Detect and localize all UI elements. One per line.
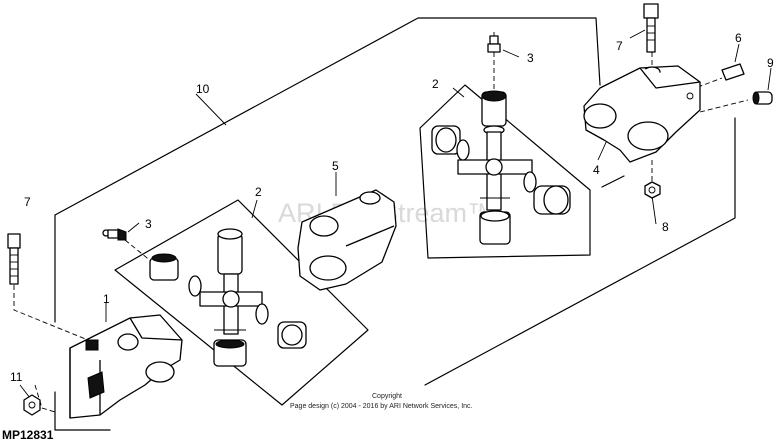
bolt-right <box>643 3 659 53</box>
copyright-title: Copyright <box>372 393 402 400</box>
key-6 <box>721 63 745 81</box>
cross-kit-outline-right <box>419 84 591 259</box>
cross-kit-right <box>431 90 571 245</box>
copyright-text: Page design (c) 2004 - 2016 by ARI Netwo… <box>290 403 473 410</box>
callout-2-left: 2 <box>255 185 262 199</box>
callout-10: 10 <box>196 82 210 96</box>
yoke-1 <box>69 314 183 419</box>
callout-2-right: 2 <box>432 77 439 91</box>
callout-9: 9 <box>767 56 774 70</box>
callout-1: 1 <box>103 292 110 306</box>
cross-kit-left <box>149 228 307 367</box>
callout-3-left: 3 <box>145 217 152 231</box>
set-screw-9 <box>752 91 773 105</box>
grease-fitting-right <box>487 32 501 53</box>
assembly-outline-10 <box>54 17 736 431</box>
yoke-4 <box>583 65 701 163</box>
grease-fitting-left <box>102 228 127 241</box>
callout-7-left: 7 <box>24 195 31 209</box>
nut-11 <box>23 394 41 416</box>
figure-id: MP12831 <box>2 428 54 442</box>
leader-lines <box>19 29 772 399</box>
assembly-paths <box>13 52 749 413</box>
callout-4: 4 <box>593 163 600 177</box>
callout-7-right: 7 <box>616 39 623 53</box>
callout-8: 8 <box>662 220 669 234</box>
callout-6: 6 <box>735 31 742 45</box>
callout-5: 5 <box>332 159 339 173</box>
callout-11: 11 <box>10 370 23 384</box>
callout-3-right: 3 <box>527 51 534 65</box>
bolt-left <box>7 233 21 285</box>
center-link-5 <box>297 189 397 291</box>
nut-8 <box>644 181 661 199</box>
